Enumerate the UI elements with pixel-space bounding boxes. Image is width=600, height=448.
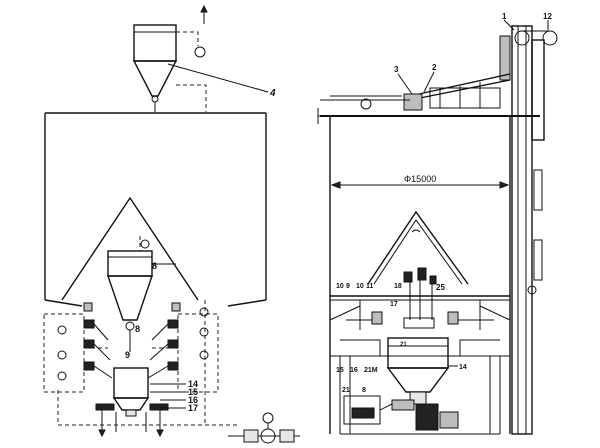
callout-label: 3 (394, 65, 399, 74)
left-silo-drawing: 4 8 8 (43, 4, 300, 444)
roof-conveyor (320, 71, 511, 111)
callout-label: 2 (432, 63, 437, 72)
callout-label: 21 (342, 387, 350, 394)
callout-label: 15 (188, 387, 198, 397)
inner-hopper (107, 236, 153, 331)
support-frame (329, 296, 511, 434)
dust-collector (132, 4, 208, 112)
lower-callouts: 14 15 16 17 (150, 379, 198, 413)
callout-label: 12 (543, 12, 552, 21)
callout-label: 17 (188, 403, 198, 413)
callout-label: 14 (459, 364, 467, 371)
callout-label: 21M (364, 367, 378, 374)
silo-body (44, 112, 267, 307)
weigh-hopper (386, 337, 450, 405)
callout-label: 9 (346, 283, 350, 290)
inner-cone (367, 210, 469, 285)
callout-label: 18 (394, 283, 402, 290)
pump-symbols (228, 412, 300, 444)
callout-label: 15 (336, 367, 344, 374)
silo-shell (317, 108, 540, 296)
lower-unit: 9 (95, 330, 169, 438)
callout-label: 9 (125, 350, 130, 360)
callout-label: 16 (188, 395, 198, 405)
right-silo-drawing: 1 12 3 2 (317, 12, 558, 435)
callout-label: 8 (135, 324, 140, 334)
callout-label: 10 (356, 283, 364, 290)
callout-label: 14 (188, 379, 198, 389)
diameter-dimension: Φ15000 (330, 174, 510, 189)
central-valve-cluster (403, 267, 437, 329)
elevator-tower (499, 19, 558, 435)
diameter-label: Φ15000 (404, 174, 436, 184)
callout-label: 11 (366, 283, 374, 290)
callout-label: 4 (269, 88, 276, 99)
callout-label: 8 (152, 261, 157, 271)
valve-column-right (147, 302, 209, 379)
callout-label: 8 (362, 387, 366, 394)
callout-label: 17 (390, 301, 398, 308)
callout-label: 10 (336, 283, 344, 290)
callout-label: 16 (350, 367, 358, 374)
callout-label: 25 (436, 283, 445, 292)
callout-label: 1 (502, 12, 507, 21)
valve-column-left (57, 302, 113, 381)
callout-label: 21 (400, 342, 407, 348)
bottom-feeder (340, 395, 500, 435)
floor-deck (329, 295, 511, 330)
